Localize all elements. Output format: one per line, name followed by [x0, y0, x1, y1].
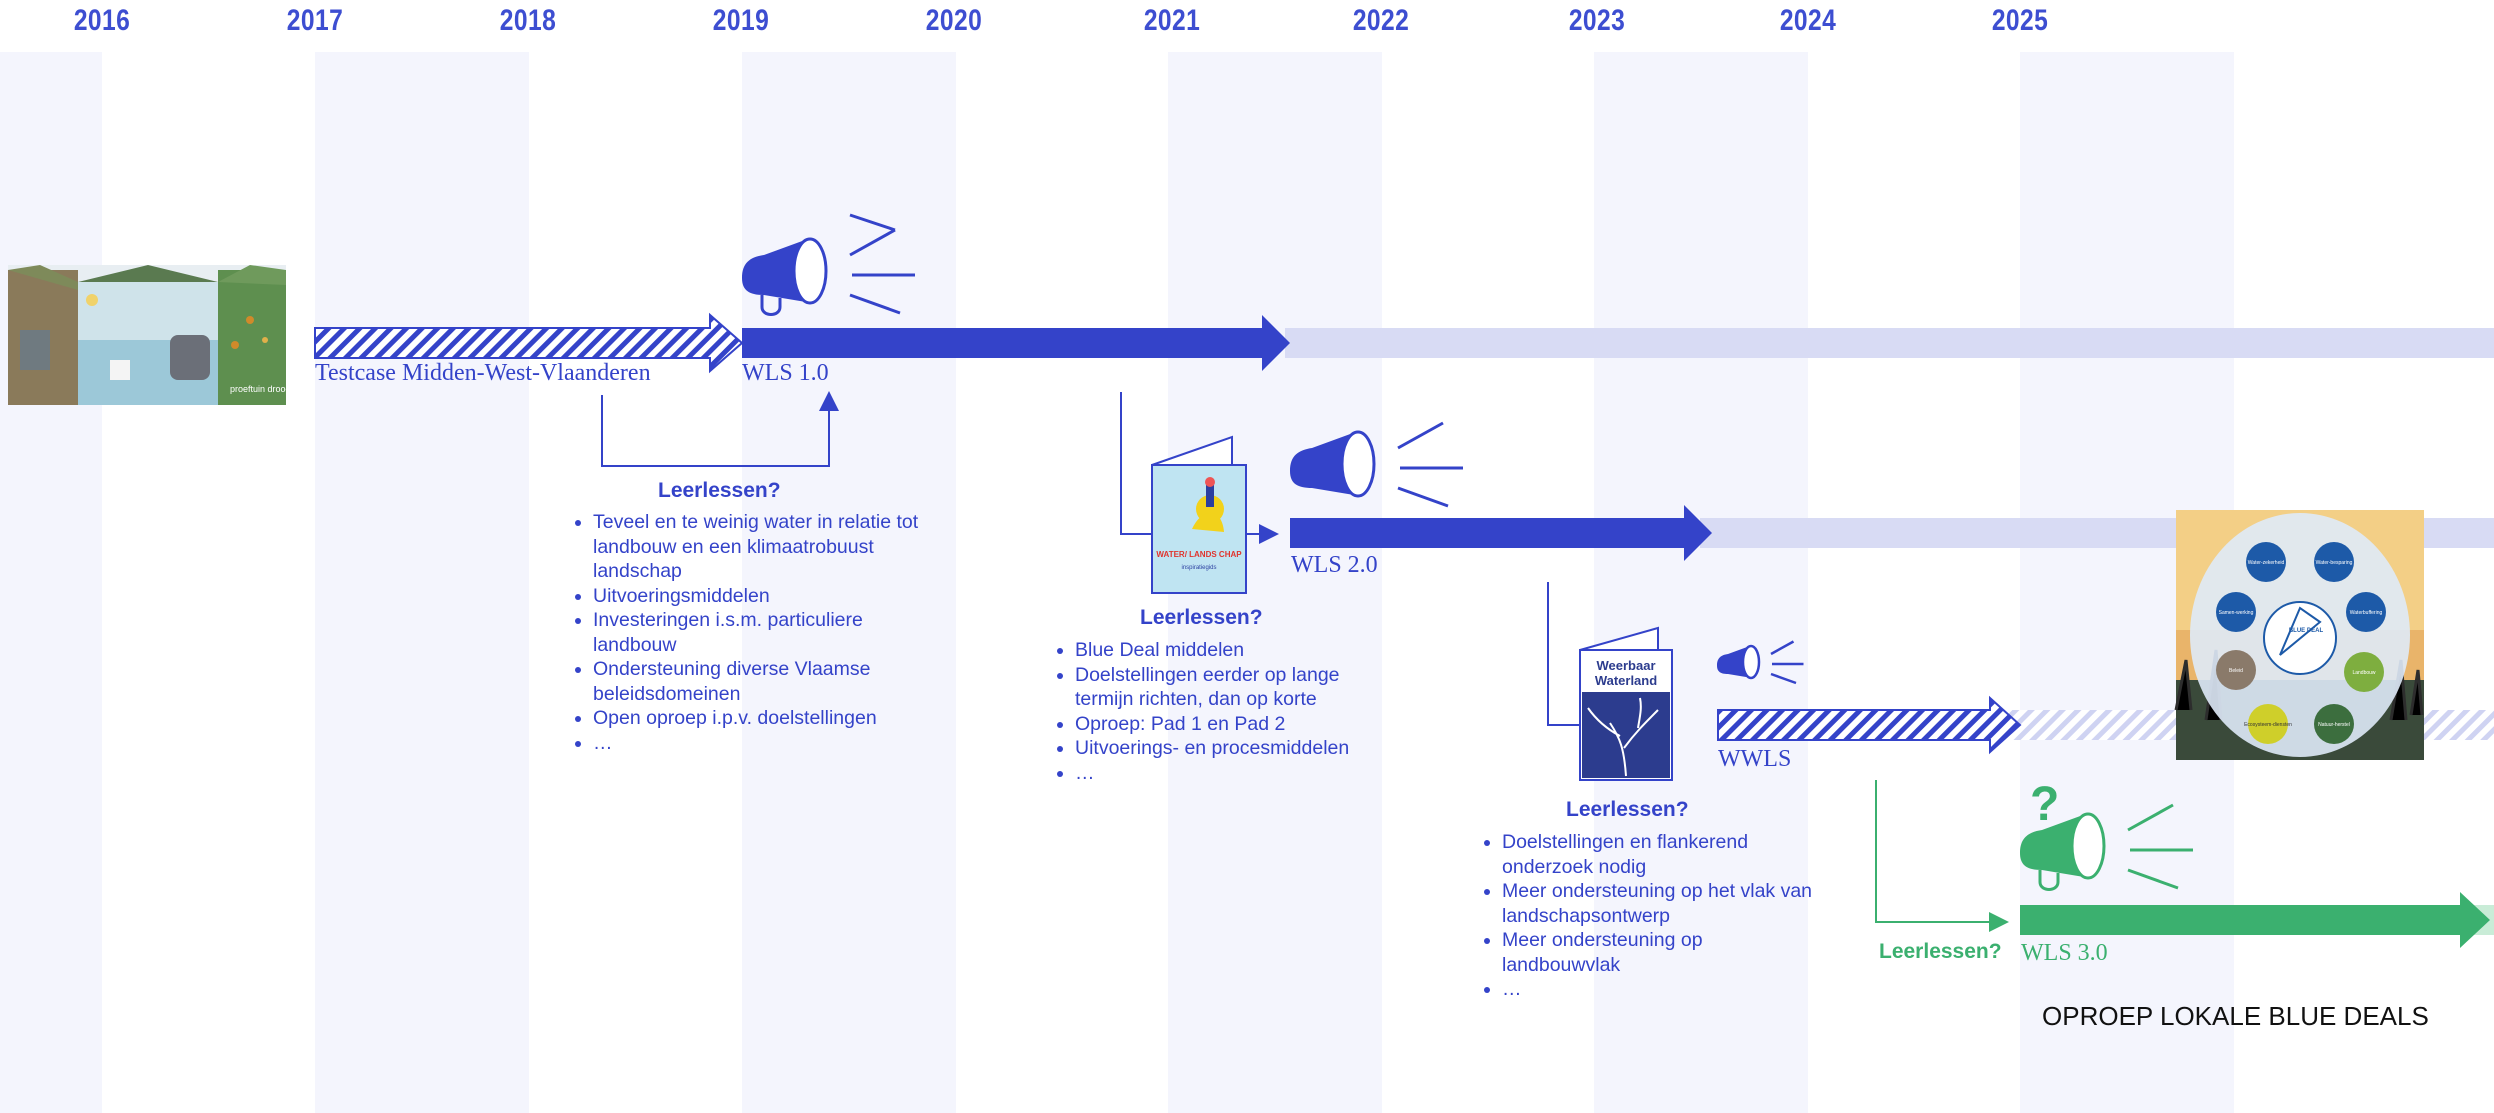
svg-text:Samen-werking: Samen-werking: [2219, 610, 2254, 616]
list-item: Teveel en te weinig water in relatie tot…: [593, 510, 938, 584]
lessons-title: Leerlessen?: [658, 479, 781, 502]
year-label: 2023: [1568, 4, 1626, 37]
year-band: [742, 52, 956, 1113]
svg-text:Waterland: Waterland: [1595, 673, 1657, 688]
list-item: Doelstellingen en flankerend onderzoek n…: [1502, 830, 1822, 879]
megaphone-icon: [742, 213, 915, 316]
list-item: Oproep: Pad 1 en Pad 2: [1075, 712, 1395, 737]
year-label: 2020: [925, 4, 983, 37]
lessons-list-wwls: Doelstellingen en flankerend onderzoek n…: [1478, 830, 1822, 1002]
wls1-arrow: [742, 315, 1290, 371]
wwls-arrow: [1717, 695, 2022, 755]
track-label-testcase: Testcase Midden-West-Vlaanderen: [315, 360, 651, 386]
collage-image: proeftuin droogte: [8, 265, 298, 405]
svg-text:inspiratiegids: inspiratiegids: [1181, 565, 1216, 571]
megaphone-icon: [2020, 803, 2193, 891]
svg-text:Water-besparing: Water-besparing: [2316, 560, 2353, 566]
collage-caption: proeftuin droogte: [230, 384, 298, 394]
lessons-list-wls2: Blue Deal middelen Doelstellingen eerder…: [1051, 638, 1395, 785]
svg-text:WATER/ LANDS CHAP: WATER/ LANDS CHAP: [1156, 550, 1242, 559]
svg-text:Water-zekerheid: Water-zekerheid: [2248, 560, 2285, 566]
list-item: Doelstellingen eerder op lange termijn r…: [1075, 663, 1395, 712]
svg-text:Beleid: Beleid: [2229, 668, 2243, 674]
year-band: [1594, 52, 1808, 1113]
year-label: 2024: [1779, 4, 1837, 37]
track-label-wls1: WLS 1.0: [742, 360, 829, 386]
svg-text:Ecosysteem-diensten: Ecosysteem-diensten: [2244, 722, 2292, 728]
list-item: …: [593, 731, 938, 756]
wls2-arrow: [1290, 505, 1712, 561]
wls1-future-bar: [1285, 328, 2494, 358]
list-item: …: [1502, 977, 1822, 1002]
year-band: [0, 52, 102, 1113]
lessons-title-wls3: Leerlessen?: [1879, 940, 2002, 963]
svg-text:Natuur-herstel: Natuur-herstel: [2318, 722, 2350, 728]
track-label-wls3: WLS 3.0: [2021, 940, 2108, 966]
list-item: Ondersteuning diverse Vlaamse beleidsdom…: [593, 657, 938, 706]
megaphone-icon: [1717, 640, 1804, 685]
question-mark: ?: [2030, 778, 2059, 831]
list-item: Blue Deal middelen: [1075, 638, 1395, 663]
lessons-title: Leerlessen?: [1566, 798, 1689, 821]
list-item: Investeringen i.s.m. particuliere landbo…: [593, 608, 938, 657]
year-label: 2016: [73, 4, 131, 37]
list-item: …: [1075, 761, 1395, 786]
wls3-arrow: [2020, 892, 2490, 948]
svg-text:Landbouw: Landbouw: [2352, 670, 2375, 676]
track-label-wwls: WWLS: [1718, 746, 1792, 772]
list-item: Uitvoeringsmiddelen: [593, 584, 938, 609]
svg-text:Weerbaar: Weerbaar: [1596, 658, 1655, 673]
list-item: Meer ondersteuning op landbouwvlak: [1502, 928, 1822, 977]
track-label-wls2: WLS 2.0: [1291, 552, 1378, 578]
caption-blue-deals: OPROEP LOKALE BLUE DEALS: [2042, 1001, 2429, 1031]
year-label: 2019: [712, 4, 770, 37]
testcase-arrow: [314, 312, 744, 374]
blue-deal-image: BLUE DEAL Water-zekerheid Water-besparin…: [2174, 510, 2424, 760]
year-label: 2021: [1143, 4, 1201, 37]
year-band: [315, 52, 529, 1113]
year-label: 2018: [499, 4, 557, 37]
list-item: Meer ondersteuning op het vlak van lands…: [1502, 879, 1822, 928]
booklet-watersland: WATER/ LANDS CHAP inspiratiegids: [1151, 435, 1247, 594]
lessons-list-wls1: Teveel en te weinig water in relatie tot…: [569, 510, 938, 755]
booklet-weerbaar-waterland: Weerbaar Waterland: [1579, 626, 1673, 781]
year-label: 2025: [1991, 4, 2049, 37]
megaphone-icon: [1290, 421, 1463, 508]
year-label: 2017: [286, 4, 344, 37]
svg-text:Waterbuffering: Waterbuffering: [2350, 610, 2383, 616]
svg-text:BLUE DEAL: BLUE DEAL: [2289, 628, 2324, 634]
list-item: Open oproep i.p.v. doelstellingen: [593, 706, 938, 731]
lessons-title: Leerlessen?: [1140, 606, 1263, 629]
year-label: 2022: [1352, 4, 1410, 37]
list-item: Uitvoerings- en procesmiddelen: [1075, 736, 1395, 761]
